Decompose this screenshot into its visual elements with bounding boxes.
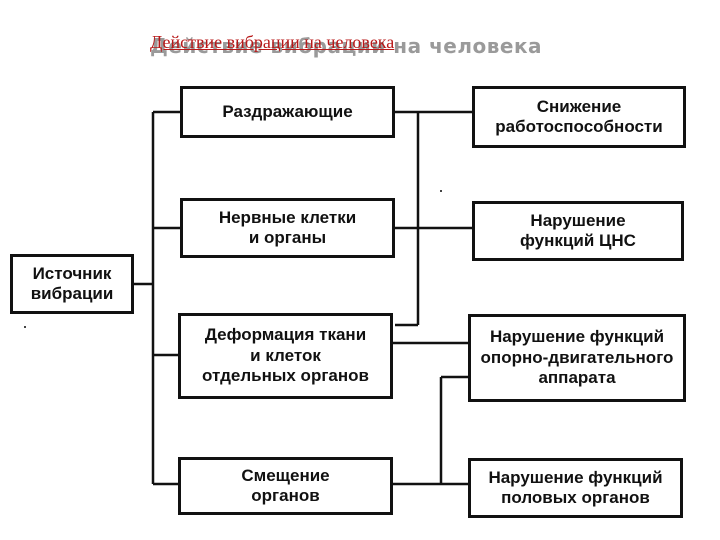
box-irritants: Раздражающие: [180, 86, 395, 138]
slide-title-main: Действие вибрации на человека: [150, 32, 395, 52]
scan-speck: [24, 326, 26, 328]
slide-title-shadow: Действие вибрации на человека: [150, 34, 543, 58]
box-displacement: Смещение органов: [178, 457, 393, 515]
scan-speck: [440, 190, 442, 192]
box-musculoskeletal-disorder: Нарушение функций опорно-двигательного а…: [468, 314, 686, 402]
slide-title: Действие вибрации на человека Действие в…: [0, 30, 720, 66]
box-cns-disorder: Нарушение функций ЦНС: [472, 201, 684, 261]
box-reduced-capacity: Снижение работоспособности: [472, 86, 686, 148]
box-deformation: Деформация ткани и клеток отдельных орга…: [178, 313, 393, 399]
box-nerve-cells: Нервные клетки и органы: [180, 198, 395, 258]
box-vibration-source: Источник вибрации: [10, 254, 134, 314]
box-reproductive-disorder: Нарушение функций половых органов: [468, 458, 683, 518]
